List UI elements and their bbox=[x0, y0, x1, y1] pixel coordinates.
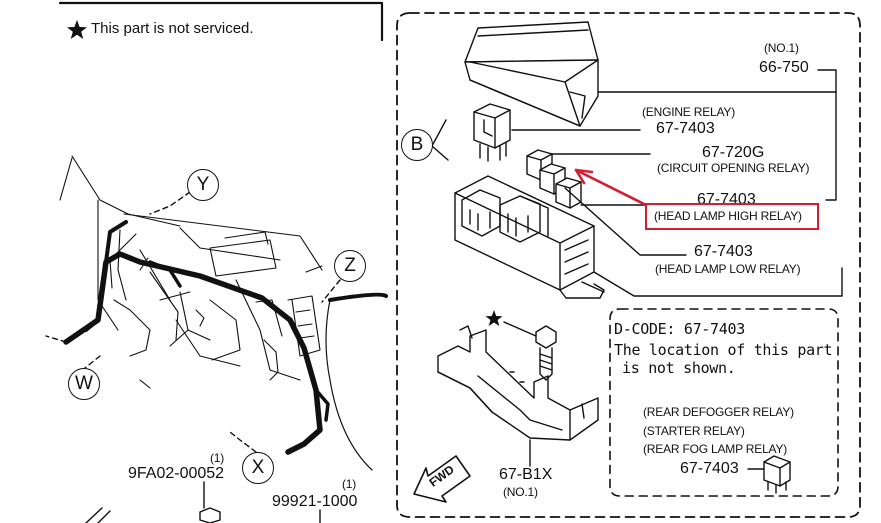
star-icon bbox=[67, 20, 87, 39]
head-lamp-low-relay-desc: (HEAD LAMP LOW RELAY) bbox=[655, 262, 801, 276]
callout-b: B bbox=[401, 129, 433, 161]
highlight-arrow bbox=[574, 168, 648, 207]
callout-x: X bbox=[242, 452, 274, 484]
dashed-enclosure-b bbox=[396, 12, 861, 518]
dcode-note-line1: The location of this part bbox=[614, 341, 833, 359]
cover-part-number: 66-750 bbox=[759, 59, 809, 76]
callout-y: Y bbox=[187, 169, 219, 201]
clip-part: 9FA02-00052 bbox=[128, 465, 225, 482]
dcode-note-line2: is not shown. bbox=[622, 359, 736, 377]
bolt-drawing bbox=[535, 325, 557, 381]
head-lamp-low-relay-part: 67-7403 bbox=[694, 243, 753, 260]
bracket-part: 67-B1X bbox=[499, 466, 553, 483]
cover-qty: (NO.1) bbox=[764, 41, 799, 55]
dcode-part-number: 67-7403 bbox=[680, 460, 739, 477]
page-border bbox=[58, 1, 384, 42]
bracket-qty: (NO.1) bbox=[503, 485, 538, 499]
bolt-part: 99921-1000 bbox=[272, 493, 358, 510]
dcode-dashed-box bbox=[609, 308, 839, 497]
bolt-qty: (1) bbox=[342, 477, 357, 491]
bracket-drawing bbox=[437, 325, 599, 441]
circuit-opening-relay-desc: (CIRCUIT OPENING RELAY) bbox=[657, 161, 810, 175]
fuse-box-cover-drawing bbox=[464, 21, 599, 127]
small-relay-drawing bbox=[763, 455, 791, 494]
engine-relay-desc: (ENGINE RELAY) bbox=[642, 105, 735, 119]
fwd-arrow-outline bbox=[413, 455, 471, 503]
relay-trio-drawing bbox=[526, 149, 582, 209]
highlight-box bbox=[645, 203, 819, 230]
rear-fog-lamp-relay: (REAR FOG LAMP RELAY) bbox=[643, 442, 788, 456]
circuit-opening-relay-part: 67-720G bbox=[702, 144, 765, 161]
wiring-harness bbox=[63, 251, 323, 455]
legend-text: This part is not serviced. bbox=[91, 20, 254, 37]
rear-defogger-relay: (REAR DEFOGGER RELAY) bbox=[643, 405, 794, 419]
dashboard-sketch bbox=[59, 155, 323, 389]
clip-qty: (1) bbox=[210, 451, 225, 465]
callout-w: W bbox=[68, 368, 100, 400]
engine-relay-part: 67-7403 bbox=[656, 120, 715, 137]
starter-relay: (STARTER RELAY) bbox=[643, 424, 745, 438]
dcode-label: D-CODE: 67-7403 bbox=[614, 320, 745, 338]
callout-z: Z bbox=[334, 250, 366, 282]
head-lamp-high-relay-desc: (HEAD LAMP HIGH RELAY) bbox=[654, 209, 802, 223]
engine-relay-drawing bbox=[473, 103, 511, 162]
star-icon-bolt bbox=[485, 310, 503, 326]
